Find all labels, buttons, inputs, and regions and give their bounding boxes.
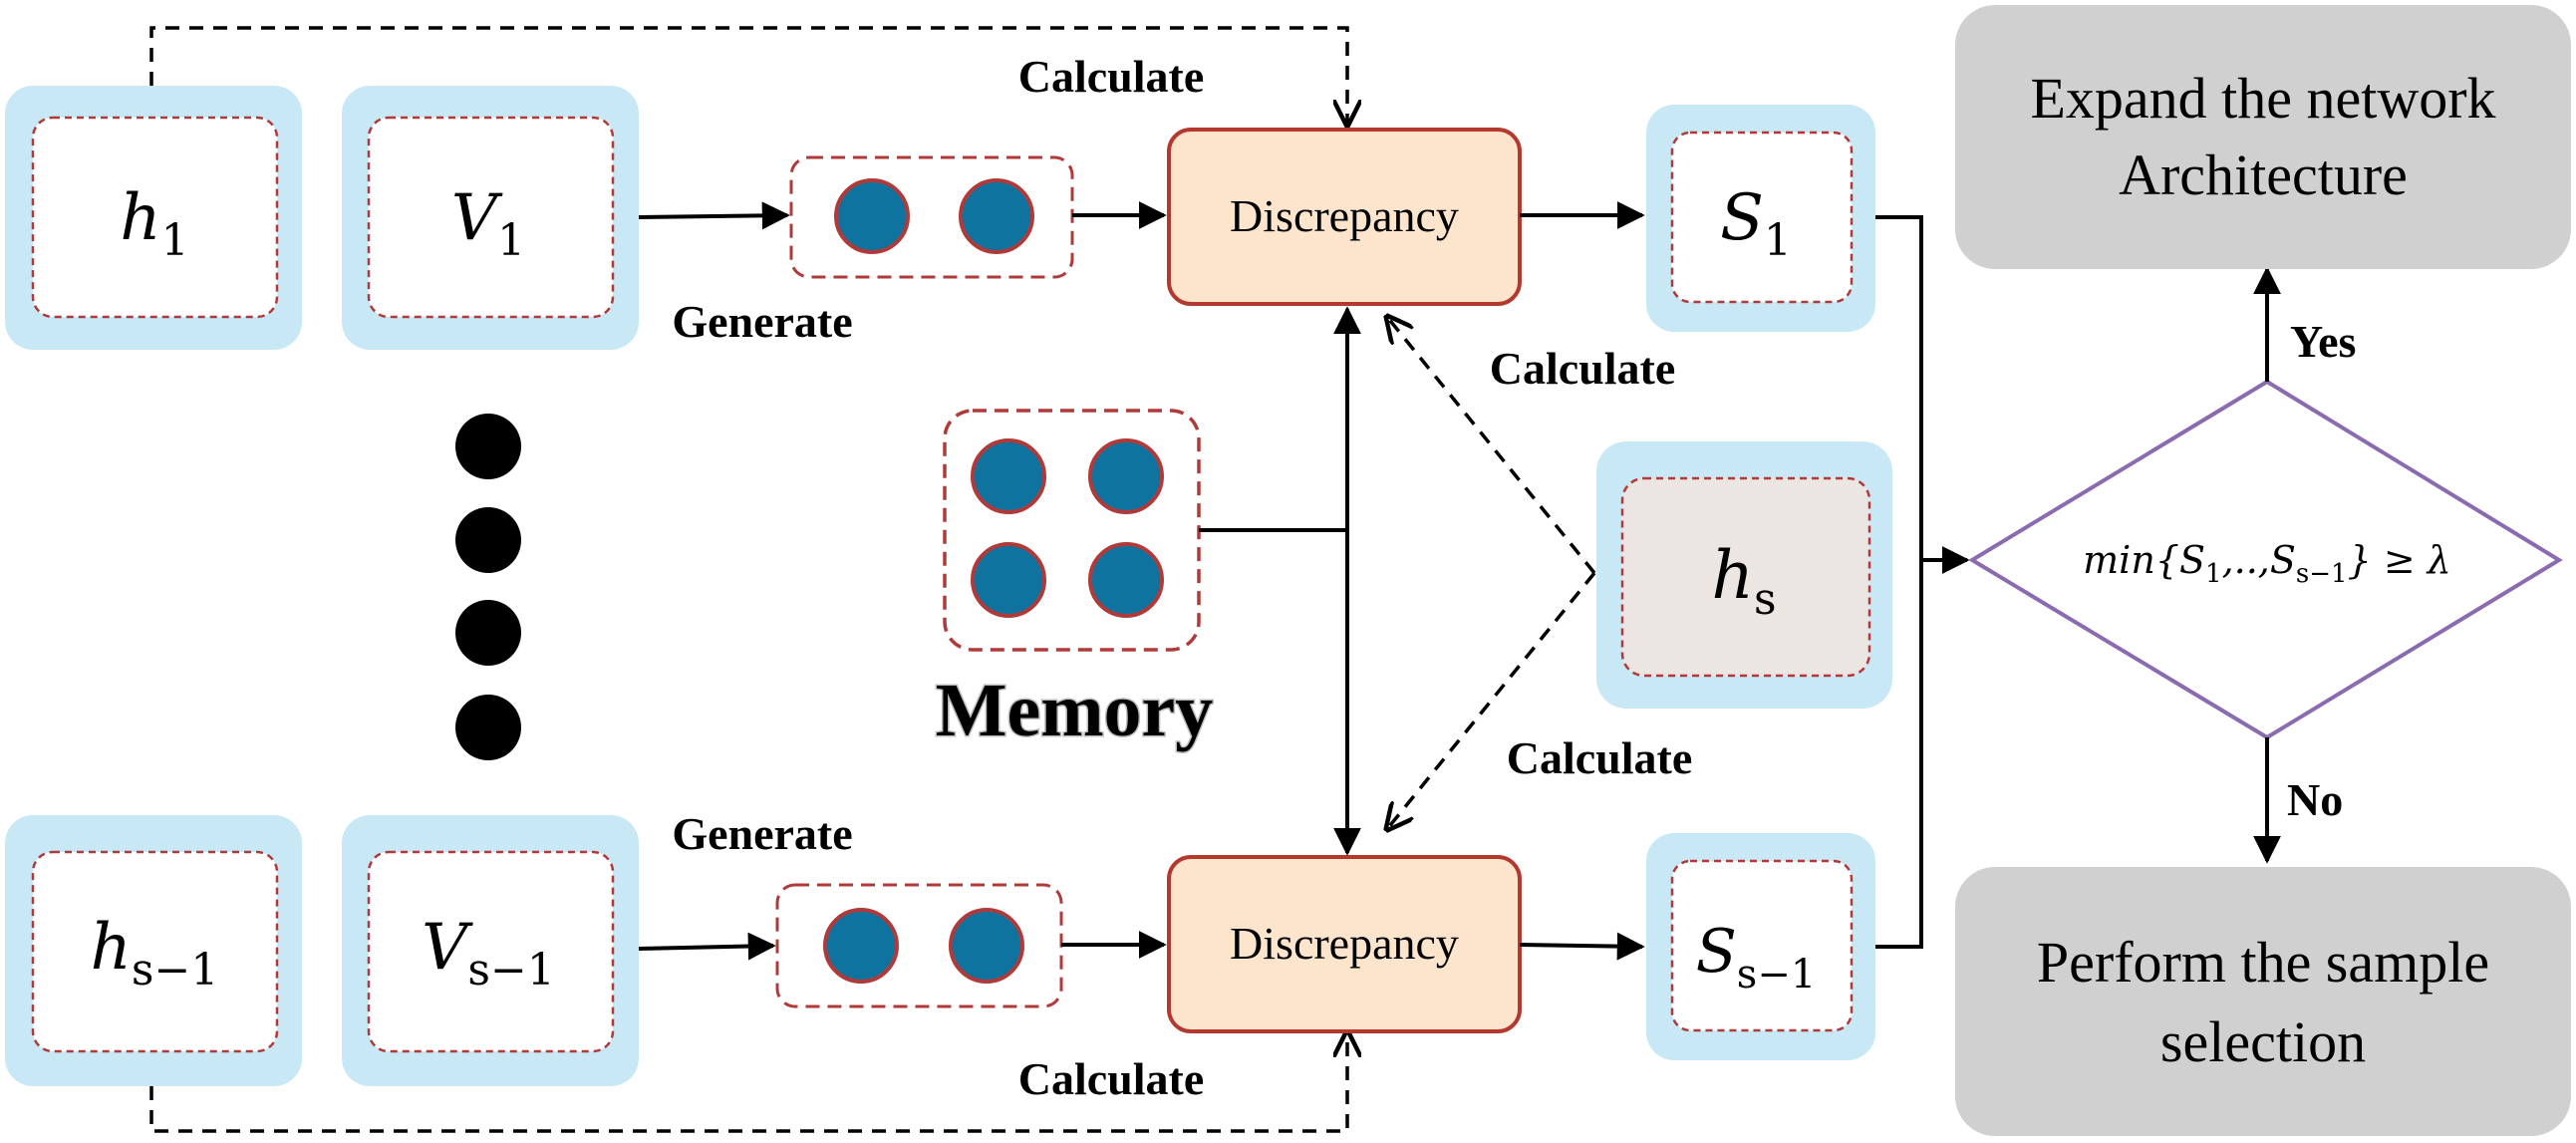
svg-text:Architecture: Architecture [2119,143,2408,207]
svg-text:Ss−1: Ss−1 [1696,917,1817,998]
svg-text:S1: S1 [1720,181,1792,266]
svg-text:Expand the network: Expand the network [2030,66,2495,131]
memory-dot [971,542,1046,618]
generated-samples-top [789,155,1074,279]
svg-text:h1: h1 [120,181,188,266]
arrow-v1-to-samples [638,201,790,230]
svg-text:selection: selection [2160,1009,2366,1074]
svg-text:Vs−1: Vs−1 [422,911,555,996]
svg-text:hs−1: hs−1 [91,911,219,996]
no-label: No [2287,774,2343,825]
generate-label-bottom: Generate [672,808,852,859]
discrepancy-box-top: Discrepancy [1167,128,1522,306]
sample-dot [959,178,1034,254]
node-s-s-minus-1: Ss−1 [1646,833,1875,1060]
svg-text:Discrepancy: Discrepancy [1230,918,1459,969]
node-h1: h1 [5,86,302,350]
memory-dot [1088,542,1164,618]
discrepancy-box-bottom: Discrepancy [1167,855,1522,1033]
memory-dot [971,438,1046,514]
sample-dot [949,908,1024,984]
node-v1: V1 [342,86,639,350]
dashed-hs-to-discrepancy-top [1387,317,1596,575]
svg-text:Perform the sample: Perform the sample [2037,930,2489,995]
arrow-vs1-to-samples [638,932,776,961]
generate-label-top: Generate [672,296,852,347]
sample-dot [834,178,910,254]
calculate-label-lower-diag: Calculate [1507,732,1693,783]
calculate-label-top: Calculate [1018,51,1205,102]
yes-label: Yes [2290,316,2356,367]
memory-label: Memory [936,669,1214,752]
generated-samples-bottom [775,883,1063,1008]
memory-box [943,409,1201,652]
perform-selection-box: Perform the sample selection [1955,867,2571,1136]
sample-dot [823,908,899,984]
svg-text:hs: hs [1711,537,1776,625]
calculate-label-bottom: Calculate [1018,1053,1205,1104]
calculate-label-upper-diag: Calculate [1490,343,1676,394]
ellipsis-dots [455,414,521,760]
dashed-hs-to-discrepancy-bottom [1387,571,1596,829]
node-s1: S1 [1646,105,1875,332]
condition-diamond: min{S1,..,Ss−1} ≥ λ [1968,379,2563,740]
svg-text:Discrepancy: Discrepancy [1230,190,1459,241]
node-hs-minus-1: hs−1 [5,815,302,1086]
svg-text:min{S1,..,Ss−1} ≥ λ: min{S1,..,Ss−1} ≥ λ [2083,538,2451,589]
node-vs-minus-1: Vs−1 [342,815,639,1086]
arrow-discrepancy-to-ss1 [1519,932,1645,961]
node-hs: hs [1596,441,1892,709]
merge-connector [1875,215,1923,949]
dashed-connector-top [149,26,1347,125]
expand-network-box: Expand the network Architecture [1955,5,2571,269]
svg-text:V1: V1 [451,181,525,266]
memory-dot [1088,438,1164,514]
